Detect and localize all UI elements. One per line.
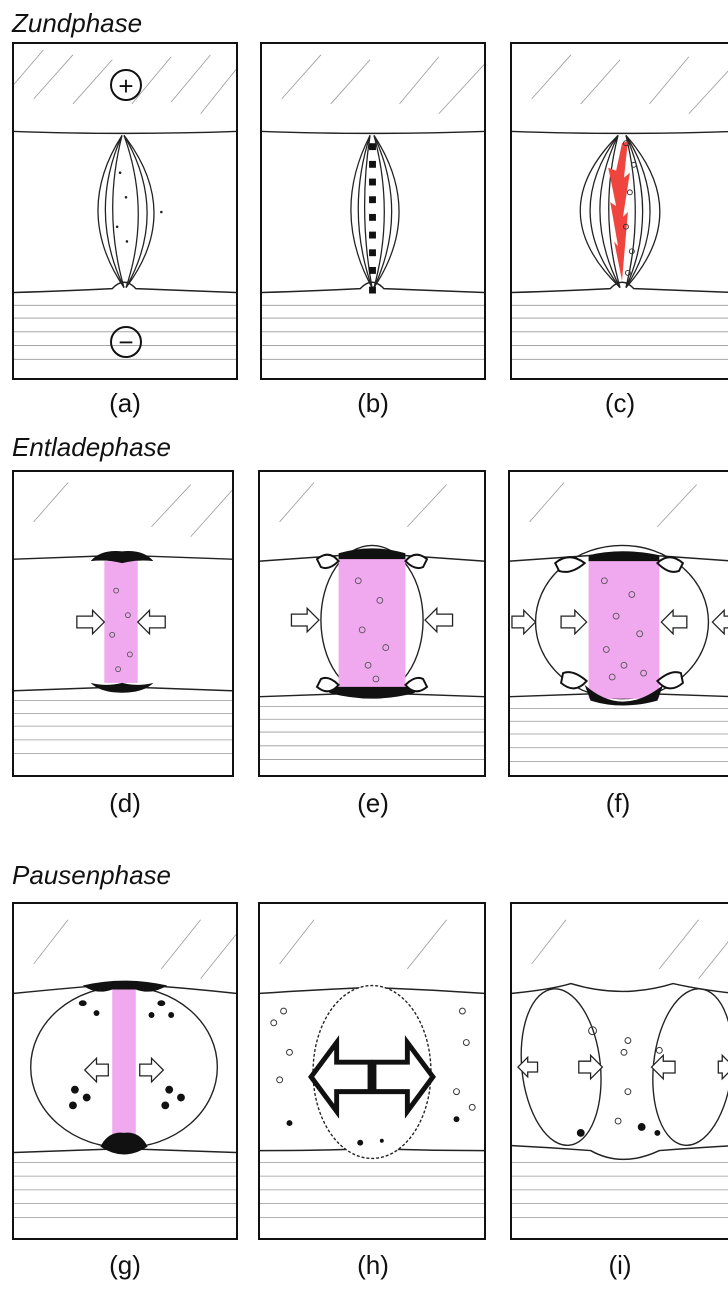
section-title-entladephase: Entladephase bbox=[12, 432, 171, 463]
plasma-channel bbox=[104, 561, 137, 683]
caption-b: (b) bbox=[333, 388, 413, 419]
plasma-channel bbox=[339, 553, 406, 694]
anode-symbol: + bbox=[110, 69, 142, 101]
ignition-streamer-diagram-b bbox=[262, 44, 484, 378]
caption-c: (c) bbox=[580, 388, 660, 419]
discharge-diagram-e bbox=[260, 472, 484, 775]
caption-a: (a) bbox=[85, 388, 165, 419]
panel-b bbox=[260, 42, 486, 380]
caption-d: (d) bbox=[85, 788, 165, 819]
section-title-pausenphase: Pausenphase bbox=[12, 860, 171, 891]
panel-e bbox=[258, 470, 486, 777]
pause-diagram-g bbox=[14, 904, 236, 1238]
cathode-symbol: − bbox=[110, 326, 142, 358]
discharge-diagram-f bbox=[510, 472, 728, 775]
pause-diagram-h bbox=[260, 904, 484, 1238]
plasma-channel bbox=[112, 984, 136, 1149]
pause-diagram-i bbox=[512, 904, 728, 1238]
caption-g: (g) bbox=[85, 1250, 165, 1281]
panel-g bbox=[12, 902, 238, 1240]
ignition-spark-diagram-c bbox=[512, 44, 728, 378]
discharge-diagram-d bbox=[14, 472, 232, 775]
panel-i bbox=[510, 902, 728, 1240]
panel-a: + − bbox=[12, 42, 238, 380]
plasma-channel bbox=[589, 555, 660, 698]
caption-e: (e) bbox=[333, 788, 413, 819]
panel-c bbox=[510, 42, 728, 380]
section-title-zundphase: Zundphase bbox=[12, 8, 142, 39]
spark-channel bbox=[608, 141, 630, 280]
panel-h bbox=[258, 902, 486, 1240]
caption-h: (h) bbox=[333, 1250, 413, 1281]
caption-i: (i) bbox=[580, 1250, 660, 1281]
caption-f: (f) bbox=[578, 788, 658, 819]
panel-f bbox=[508, 470, 728, 777]
panel-d bbox=[12, 470, 234, 777]
